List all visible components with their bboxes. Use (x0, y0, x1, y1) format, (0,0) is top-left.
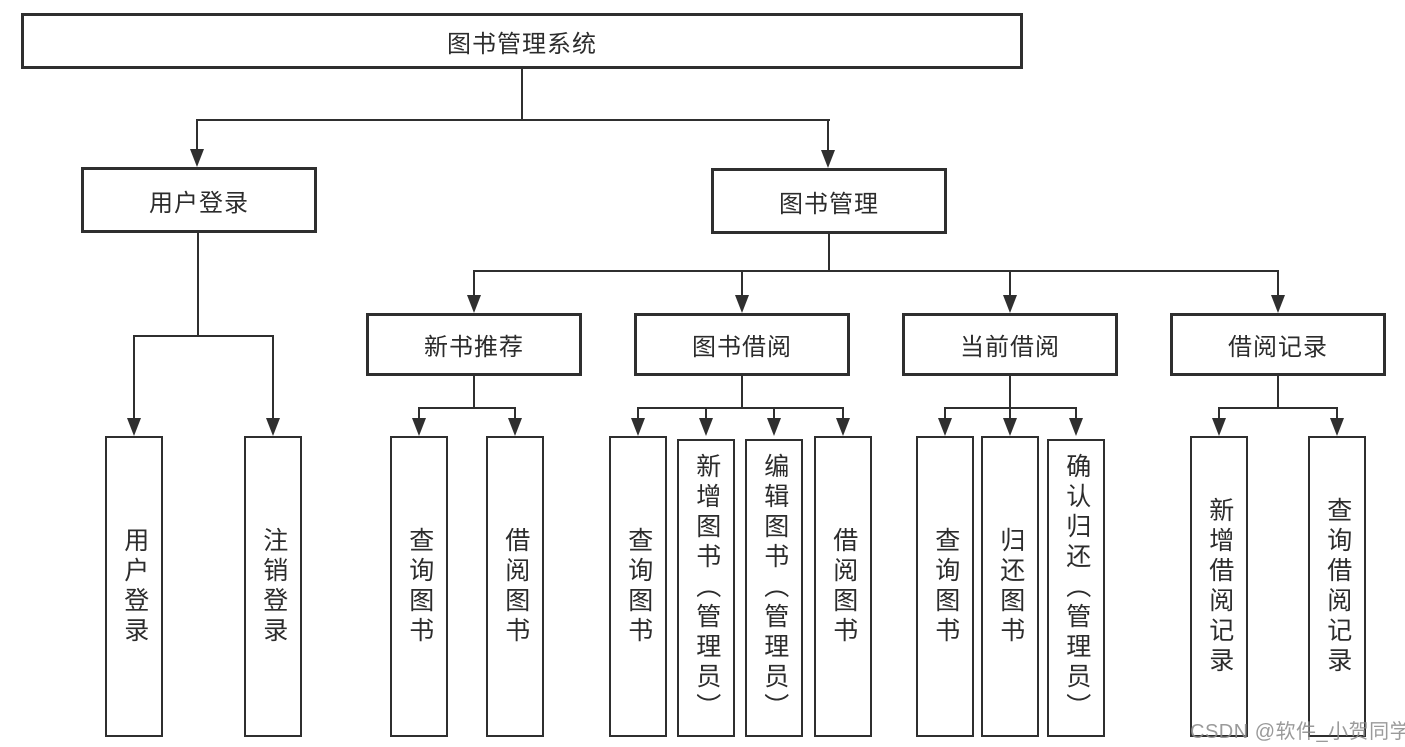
connector-line (197, 232, 199, 335)
connector-line (473, 270, 475, 296)
connector-line (828, 233, 830, 270)
connector-line (741, 270, 743, 296)
leaf-label: 查询借阅记录 (1323, 496, 1352, 677)
connector-arrow (1212, 418, 1226, 436)
leaf-borrow-books-recommend: 借阅图书 (486, 436, 544, 737)
node-book-borrowing: 图书借阅 (634, 313, 850, 376)
leaf-label: 新增图书（管理员） (692, 453, 721, 723)
node-label: 借阅记录 (1228, 334, 1328, 361)
connector-arrow (938, 418, 952, 436)
connector-arrow (1069, 418, 1083, 436)
node-library-management-system: 图书管理系统 (21, 13, 1023, 69)
connector-arrow (1003, 418, 1017, 436)
leaf-label: 借阅图书 (829, 526, 858, 647)
leaf-label: 编辑图书（管理员） (760, 453, 789, 723)
leaf-query-books-borrow: 查询图书 (609, 436, 667, 737)
connector-line (514, 407, 516, 420)
connector-line (842, 407, 844, 420)
connector-line (196, 119, 830, 121)
connector-arrow (699, 418, 713, 436)
connector-line (1218, 407, 1338, 409)
node-label: 当前借阅 (960, 334, 1060, 361)
node-label: 新书推荐 (424, 334, 524, 361)
connector-line (272, 335, 274, 419)
connector-line (473, 270, 1279, 272)
connector-arrow (1330, 418, 1344, 436)
connector-line (521, 68, 523, 119)
connector-line (705, 407, 707, 420)
leaf-query-books-recommend: 查询图书 (390, 436, 448, 737)
leaf-return-books: 归还图书 (981, 436, 1039, 737)
connector-arrow (508, 418, 522, 436)
node-label: 用户登录 (149, 189, 249, 217)
connector-arrow (467, 295, 481, 313)
connector-line (133, 335, 274, 337)
connector-line (741, 376, 743, 407)
connector-line (944, 407, 946, 420)
connector-line (773, 407, 775, 420)
connector-arrow (767, 418, 781, 436)
connector-arrow (821, 150, 835, 168)
connector-line (637, 407, 639, 420)
connector-line (1218, 407, 1220, 420)
connector-line (827, 119, 829, 151)
leaf-add-borrow-record: 新增借阅记录 (1190, 436, 1248, 737)
connector-arrow (190, 149, 204, 167)
node-user-login: 用户登录 (81, 167, 317, 233)
leaf-borrow-books: 借阅图书 (814, 436, 872, 737)
watermark-text: CSDN @软件_小贺同学 (1190, 721, 1405, 743)
connector-line (133, 335, 135, 419)
leaf-label: 查询图书 (624, 526, 653, 647)
node-borrowing-records: 借阅记录 (1170, 313, 1386, 376)
connector-arrow (735, 295, 749, 313)
connector-line (1009, 407, 1011, 420)
connector-arrow (631, 418, 645, 436)
connector-line (1277, 376, 1279, 407)
connector-line (1075, 407, 1077, 420)
leaf-add-book-admin: 新增图书（管理员） (677, 439, 735, 737)
connector-line (1009, 270, 1011, 296)
leaf-label: 借阅图书 (501, 526, 530, 647)
leaf-label: 查询图书 (405, 526, 434, 647)
leaf-query-borrow-record: 查询借阅记录 (1308, 436, 1366, 737)
connector-arrow (266, 418, 280, 436)
connector-arrow (836, 418, 850, 436)
node-label: 图书借阅 (692, 334, 792, 361)
leaf-label: 注销登录 (259, 526, 288, 647)
connector-line (196, 119, 198, 151)
leaf-label: 确认归还（管理员） (1062, 453, 1091, 723)
connector-arrow (127, 418, 141, 436)
node-new-book-recommendation: 新书推荐 (366, 313, 582, 376)
connector-arrow (412, 418, 426, 436)
node-label: 图书管理 (779, 190, 879, 218)
node-book-management: 图书管理 (711, 168, 947, 234)
connector-arrow (1271, 295, 1285, 313)
connector-line (473, 376, 475, 407)
connector-arrow (1003, 295, 1017, 313)
leaf-logout: 注销登录 (244, 436, 302, 737)
leaf-user-login: 用户登录 (105, 436, 163, 737)
leaf-label: 归还图书 (996, 526, 1025, 647)
node-current-borrowing: 当前借阅 (902, 313, 1118, 376)
connector-line (1277, 270, 1279, 296)
connector-line (637, 407, 844, 409)
connector-line (1336, 407, 1338, 420)
leaf-label: 用户登录 (120, 526, 149, 647)
connector-line (1009, 376, 1011, 407)
leaf-label: 新增借阅记录 (1205, 496, 1234, 677)
leaf-confirm-return-admin: 确认归还（管理员） (1047, 439, 1105, 737)
leaf-label: 查询图书 (931, 526, 960, 647)
node-label: 图书管理系统 (447, 30, 597, 58)
leaf-edit-book-admin: 编辑图书（管理员） (745, 439, 803, 737)
leaf-query-books-current: 查询图书 (916, 436, 974, 737)
connector-line (418, 407, 420, 420)
connector-line (418, 407, 516, 409)
